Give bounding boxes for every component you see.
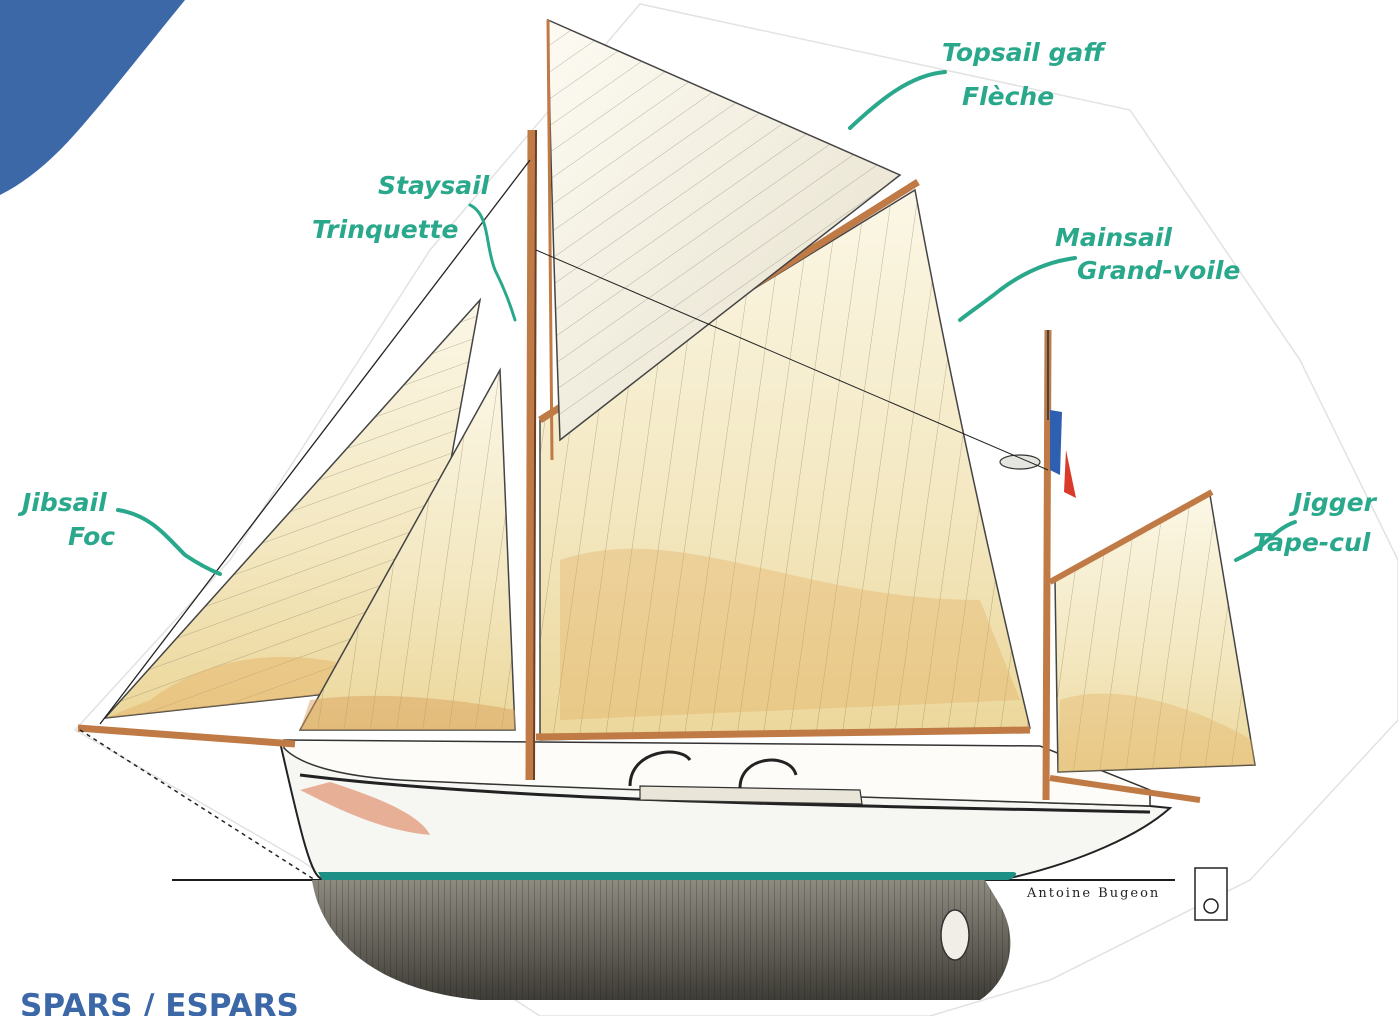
propeller xyxy=(941,910,969,960)
label-topsail-en: Topsail gaff xyxy=(942,40,1104,65)
label-jigger-fr: Tape-cul xyxy=(1253,530,1370,555)
label-topsail-fr: Flèche xyxy=(962,84,1054,109)
label-jibsail-fr: Foc xyxy=(68,524,115,549)
label-mainsail-fr: Grand-voile xyxy=(1077,258,1240,283)
hull-stripe xyxy=(318,872,1016,880)
flag-blue xyxy=(1050,410,1062,475)
label-mainsail-en: Mainsail xyxy=(1055,225,1172,250)
section-heading: SPARS / ESPARS xyxy=(20,988,299,1016)
label-staysail-fr: Trinquette xyxy=(312,217,459,242)
radar-dome xyxy=(1000,455,1040,469)
label-jigger-en: Jigger xyxy=(1293,490,1376,515)
label-jibsail-en: Jibsail xyxy=(22,490,107,515)
label-staysail-en: Staysail xyxy=(378,173,489,198)
main-mast xyxy=(530,130,532,780)
leader-jibsail xyxy=(118,510,220,574)
corner-wave xyxy=(0,0,185,195)
signature-logo xyxy=(1195,868,1227,920)
signature: Antoine Bugeon xyxy=(1027,886,1160,901)
keel-hatching xyxy=(312,880,1010,1000)
